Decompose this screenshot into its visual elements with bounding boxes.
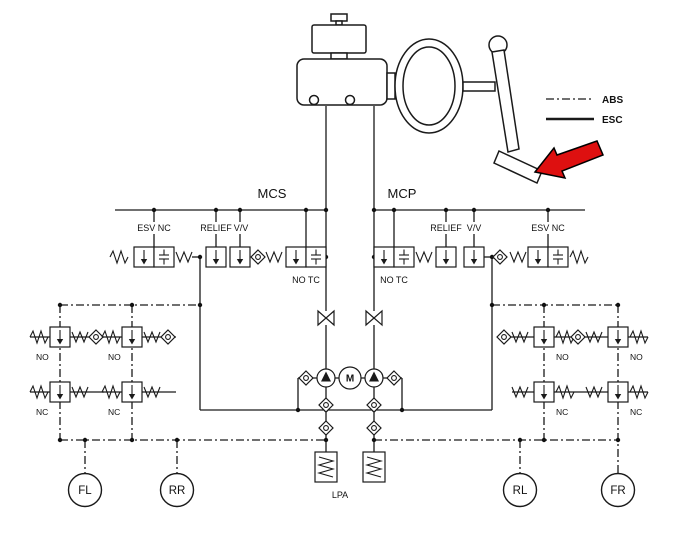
vv-valve-left xyxy=(229,246,251,268)
brake-booster xyxy=(386,38,496,134)
relief-right-label: RELIEF xyxy=(430,223,462,233)
tc-valve-left xyxy=(285,246,327,268)
rr-nc-valve xyxy=(121,381,143,403)
check-valve-icon xyxy=(366,420,382,436)
pedal-force-arrow xyxy=(533,140,604,180)
rl-nc-label: NC xyxy=(556,407,568,417)
relief-left-label: RELIEF xyxy=(200,223,232,233)
check-valve-icon xyxy=(160,329,176,345)
wheel-valve-group-rl: NO NC xyxy=(496,326,575,417)
esv-nc-left-label: ESV NC xyxy=(137,223,171,233)
no-tc-right-label: NO TC xyxy=(380,275,408,285)
valve-bank-left xyxy=(109,246,327,268)
tc-valve-right xyxy=(373,246,415,268)
vv-right-label: V/V xyxy=(467,223,482,233)
pedal-pad xyxy=(493,149,543,185)
master-cylinder xyxy=(296,13,388,106)
orifice-icon xyxy=(365,310,383,326)
fr-nc-valve xyxy=(607,381,629,403)
check-valve-icon xyxy=(492,249,508,265)
spring-symbol xyxy=(109,250,129,264)
check-valve-icon xyxy=(496,329,512,345)
rr-no-label: NO xyxy=(108,352,121,362)
rr-no-valve xyxy=(121,326,143,348)
legend-esc-label: ESC xyxy=(602,115,623,126)
pump-left xyxy=(316,368,336,388)
wheel-rr: RR xyxy=(159,472,195,508)
check-valve-icon xyxy=(298,370,314,386)
motor-label: M xyxy=(346,374,354,385)
check-valve-icon xyxy=(386,370,402,386)
rl-no-label: NO xyxy=(556,352,569,362)
valve-bank-right xyxy=(373,246,589,268)
solenoid-coil-icon xyxy=(509,251,527,263)
wheel-rr-label: RR xyxy=(169,485,186,497)
lpa-accumulator-left xyxy=(314,451,338,483)
no-tc-left-label: NO TC xyxy=(292,275,320,285)
wheel-circle xyxy=(502,472,538,508)
vv-valve-right xyxy=(463,246,485,268)
vv-left-label: V/V xyxy=(234,223,249,233)
fl-no-label: NO xyxy=(36,352,49,362)
solenoid-coil-icon xyxy=(415,251,433,263)
solenoid-coil-icon xyxy=(175,251,193,263)
esv-valve-left xyxy=(133,246,175,268)
junction-dots xyxy=(57,207,621,443)
legend-abs-label: ABS xyxy=(602,95,623,106)
lpa-accumulator-right xyxy=(362,451,386,483)
wheel-valve-group-rr: NO NC xyxy=(101,326,176,417)
orifice-icon xyxy=(317,310,335,326)
wheel-fr-label: FR xyxy=(610,485,625,497)
pump-assembly: M LPA xyxy=(298,310,402,500)
booster-shell-inner xyxy=(402,46,456,126)
fr-nc-label: NC xyxy=(630,407,642,417)
esv-nc-right-label: ESV NC xyxy=(531,223,565,233)
wheel-fl-label: FL xyxy=(78,485,92,497)
mcs-label: MCS xyxy=(258,186,287,201)
reservoir-cap xyxy=(330,13,348,22)
esv-valve-right xyxy=(527,246,569,268)
wheel-rl-label: RL xyxy=(513,485,528,497)
fr-no-valve xyxy=(607,326,629,348)
wheel-valve-group-fl: NO NC xyxy=(29,326,104,417)
wheel-circle xyxy=(159,472,195,508)
lpa-label: LPA xyxy=(332,490,348,500)
solenoid-coil-icon xyxy=(265,251,283,263)
fl-nc-label: NC xyxy=(36,407,48,417)
pedal-arm xyxy=(491,49,520,153)
rr-nc-label: NC xyxy=(108,407,120,417)
relief-valve-right xyxy=(435,246,457,268)
pump-motor xyxy=(338,366,362,390)
check-valve-icon xyxy=(570,329,586,345)
fr-no-label: NO xyxy=(630,352,643,362)
rl-no-valve xyxy=(533,326,555,348)
wheel-rl: RL xyxy=(502,472,538,508)
check-valve-icon xyxy=(88,329,104,345)
spring-symbol xyxy=(569,250,589,264)
wheel-fl: FL xyxy=(67,472,103,508)
fl-nc-valve xyxy=(49,381,71,403)
wheel-fr: FR xyxy=(600,472,636,508)
mcp-label: MCP xyxy=(388,186,417,201)
pump-right xyxy=(364,368,384,388)
rl-nc-valve xyxy=(533,381,555,403)
bank-labels: MCS MCP ESV NC RELIEF V/V NO TC RELIEF V… xyxy=(128,186,574,285)
check-valve-icon xyxy=(318,420,334,436)
check-valve-icon xyxy=(250,249,266,265)
pushrod xyxy=(462,81,496,92)
wheel-circle xyxy=(600,472,636,508)
relief-valve-left xyxy=(205,246,227,268)
wheel-valve-group-fr: NO NC xyxy=(570,326,649,417)
wheel-circle xyxy=(67,472,103,508)
brake-pedal xyxy=(488,35,543,185)
fl-no-valve xyxy=(49,326,71,348)
legend: ABS ESC xyxy=(546,95,623,126)
fluid-reservoir xyxy=(311,24,367,54)
